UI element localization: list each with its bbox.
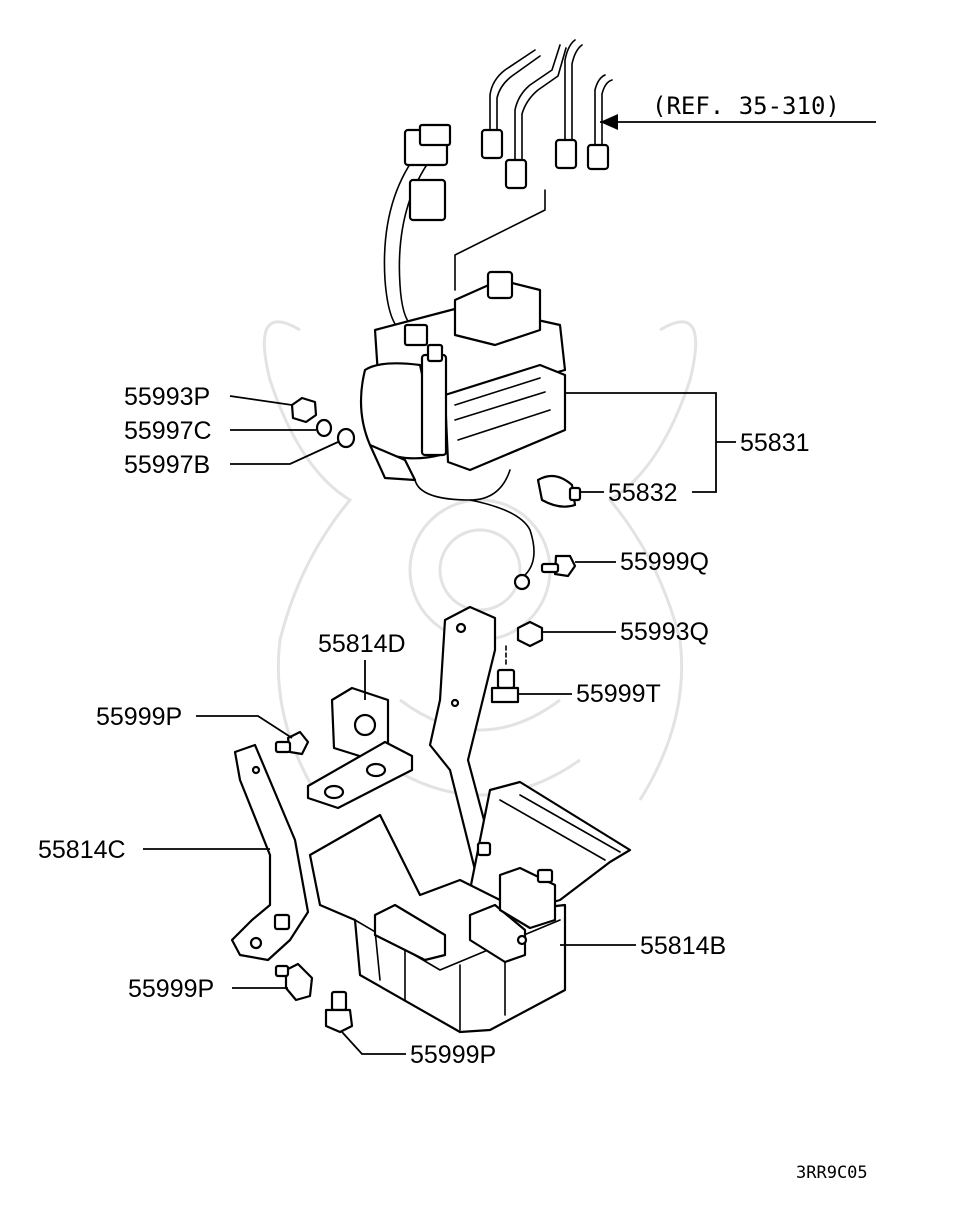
nut-55993Q	[516, 620, 544, 648]
lines-leader	[454, 189, 546, 291]
tray-55814B	[308, 780, 632, 1034]
label-55993Q: 55993Q	[620, 618, 709, 646]
label-55814B: 55814B	[640, 932, 726, 960]
label-55999Q: 55999Q	[620, 548, 709, 576]
label-55814D: 55814D	[318, 630, 406, 658]
bolt-55999P-upper	[274, 730, 310, 756]
bolt-55999P-lower	[274, 962, 314, 1002]
label-55832: 55832	[608, 479, 678, 507]
diagram-code: 3RR9C05	[796, 1163, 868, 1183]
label-55814C: 55814C	[38, 836, 126, 864]
label-55999P-upper: 55999P	[96, 703, 182, 731]
label-55999T: 55999T	[576, 680, 661, 708]
washer-55997C	[315, 418, 333, 438]
ref-label: (REF. 35-310)	[652, 92, 840, 120]
label-55831: 55831	[740, 429, 810, 457]
ref-arrow-icon	[600, 114, 618, 130]
leader-55831	[565, 392, 717, 493]
label-55999P-bottom: 55999P	[410, 1041, 496, 1069]
bolt-55999P-bottom	[324, 990, 354, 1034]
brake-lines	[480, 39, 613, 190]
relay-55832	[536, 474, 582, 508]
label-55997C: 55997C	[124, 417, 212, 445]
label-55999P-lower: 55999P	[128, 975, 214, 1003]
bracket-55814D	[306, 686, 414, 810]
bracket-55814C	[230, 743, 310, 962]
bolt-55999T	[490, 668, 520, 704]
nut-55993P	[290, 396, 318, 424]
label-55997B: 55997B	[124, 451, 210, 479]
hydraulic-unit-55831	[359, 123, 567, 591]
label-55993P: 55993P	[124, 383, 210, 411]
bolt-55999Q	[540, 554, 577, 578]
washer-55997B	[336, 427, 356, 449]
